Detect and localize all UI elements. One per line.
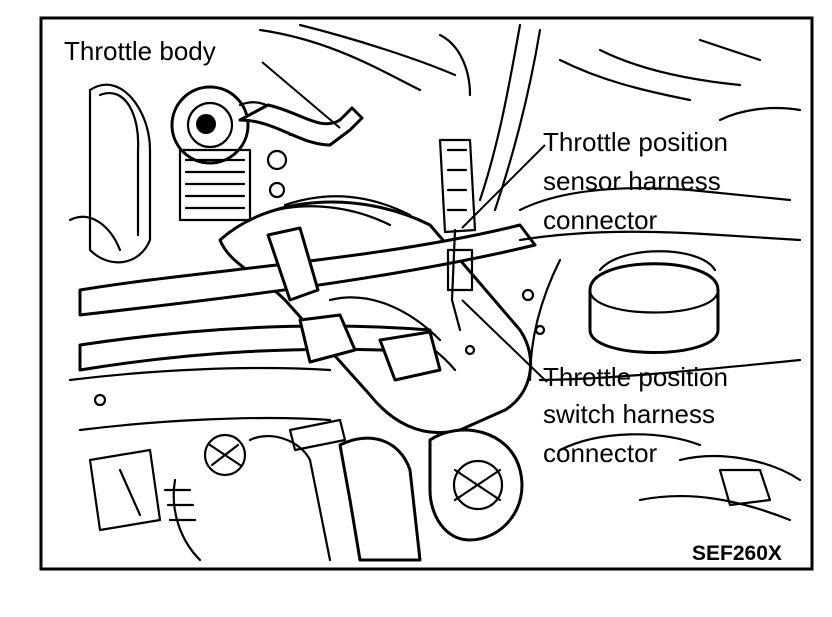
label-tps-sensor-line3: connector [543, 205, 658, 235]
label-tps-sensor-line1: Throttle position [543, 127, 728, 157]
label-tps-switch-line2: switch harness [543, 399, 715, 429]
label-tps-switch-line1: Throttle position [543, 362, 728, 392]
label-throttle-body: Throttle body [64, 36, 216, 66]
leader-tps-switch [461, 299, 548, 383]
figure-code: SEF260X [692, 542, 782, 565]
label-tps-switch-line3: connector [543, 438, 658, 468]
leader-throttle-body [261, 61, 341, 129]
engine-illustration [68, 23, 802, 562]
label-tps-sensor-line2: sensor harness [543, 166, 721, 196]
leader-tps-sensor [461, 144, 546, 229]
